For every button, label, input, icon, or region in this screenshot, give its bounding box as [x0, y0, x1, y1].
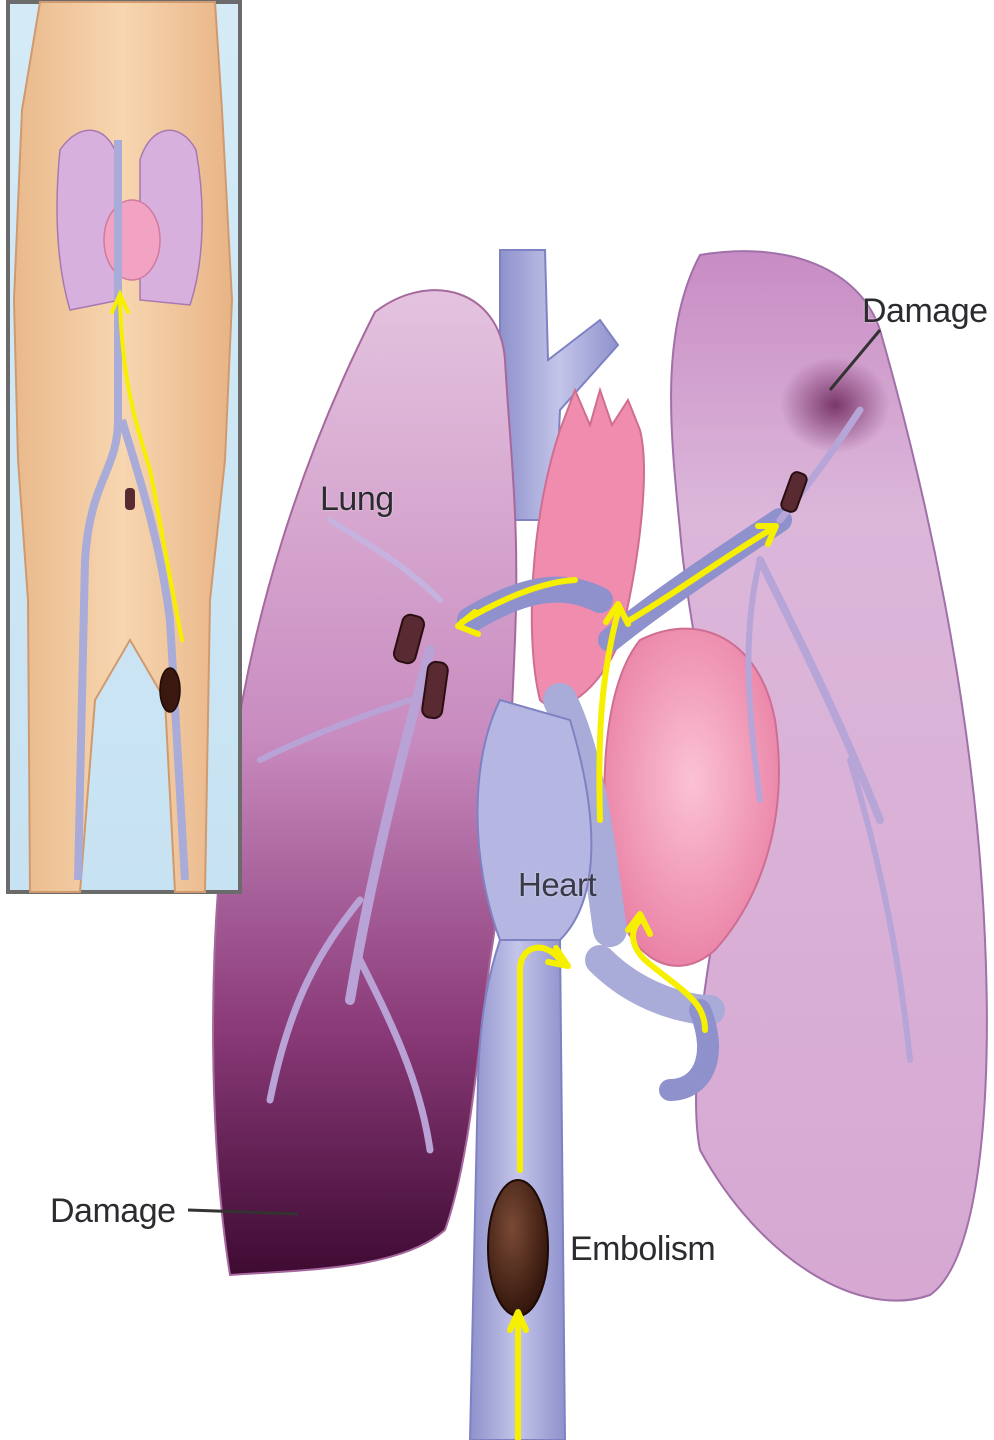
damage-label-right: Damage: [862, 292, 988, 331]
damage-label-left: Damage: [50, 1192, 176, 1231]
embolism-label: Embolism: [570, 1230, 715, 1269]
left-lung: [213, 290, 516, 1275]
body-inset: [8, 2, 240, 892]
lung-label: Lung: [320, 480, 394, 519]
vessel-junction: [478, 700, 592, 940]
damage-area-right: [780, 357, 890, 453]
embolism-clot: [488, 1180, 548, 1316]
heart-label: Heart: [518, 866, 596, 904]
